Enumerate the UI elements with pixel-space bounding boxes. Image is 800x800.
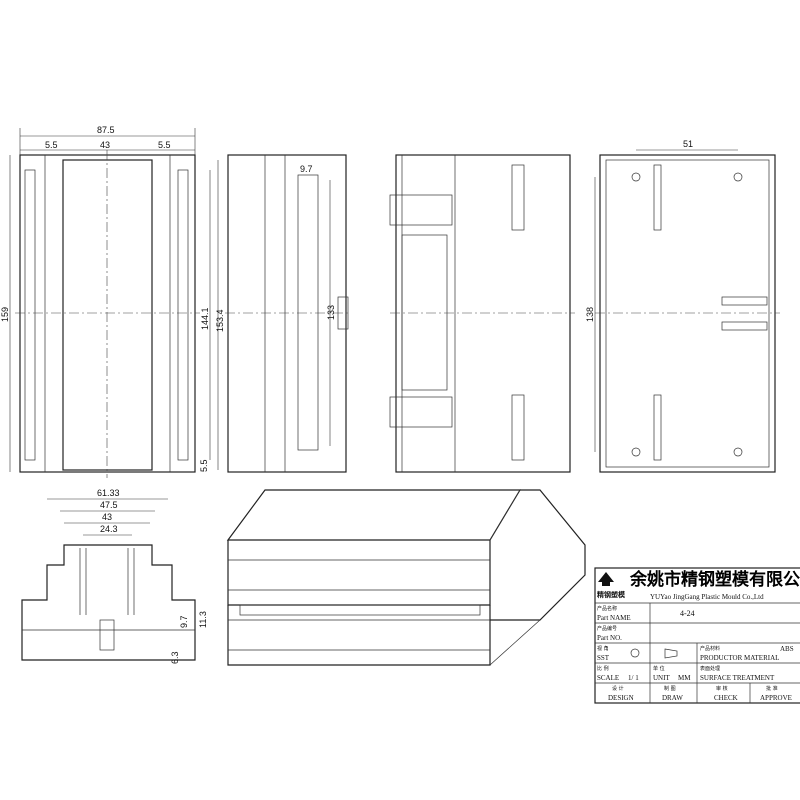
- draw-cn: 制 图: [664, 685, 676, 692]
- approve-cn: 批 准: [766, 685, 778, 692]
- dim-inner-length: 144.1: [200, 307, 210, 330]
- draw-label: DRAW: [662, 694, 683, 702]
- dim-vent-length: 133: [326, 305, 336, 320]
- design-label: DESIGN: [608, 694, 634, 702]
- part-name-value: 4-24: [680, 609, 695, 618]
- dim-end-width-overall: 61.33: [97, 488, 120, 498]
- dim-overall-length: 159: [0, 307, 10, 322]
- back-view: [389, 154, 575, 473]
- part-name-cn: 产品名称: [597, 605, 617, 612]
- scale-cn: 比 例: [597, 665, 609, 672]
- design-cn: 设 计: [612, 685, 624, 692]
- dim-inner-width: 43: [100, 140, 110, 150]
- company-name-en: YUYao JingGang Plastic Mould Co.,Ltd: [650, 593, 764, 601]
- approve-label: APPROVE: [760, 694, 792, 702]
- unit-label: UNIT: [653, 674, 670, 682]
- check-cn: 审 核: [716, 685, 728, 692]
- sst-label: SST: [597, 654, 610, 662]
- dim-right-margin: 5.5: [158, 140, 171, 150]
- logo-text: 精钢塑模: [597, 590, 626, 599]
- part-no-label: Part NO.: [597, 634, 622, 642]
- dim-end-width-top: 43: [102, 512, 112, 522]
- bottom-view: 51 138: [585, 139, 780, 473]
- material-value: ABS: [780, 645, 794, 653]
- company-logo-icon: [598, 572, 614, 586]
- dim-overall-width: 87.5: [97, 125, 115, 135]
- unit-value: MM: [678, 674, 691, 682]
- projection-cone-icon: [664, 648, 678, 659]
- dim-end-height-c: 6.3: [170, 651, 180, 664]
- dim-end-height-a: 9.7: [179, 615, 189, 628]
- dim-bottom-margin: 5.5: [199, 459, 209, 472]
- surface-cn: 表面处理: [700, 665, 720, 672]
- scale-value: 1/ 1: [628, 674, 639, 682]
- check-label: CHECK: [714, 694, 738, 702]
- surface-label: SURFACE TREATMENT: [700, 674, 775, 682]
- sst-cn: 视 角: [597, 645, 609, 652]
- dim-vent-offset: 9.7: [300, 164, 313, 174]
- company-name-cn: 余姚市精钢塑模有限公司: [629, 569, 800, 590]
- dim-outer-length: 153.4: [215, 309, 225, 332]
- dim-left-margin: 5.5: [45, 140, 58, 150]
- scale-label: SCALE: [597, 674, 619, 682]
- part-no-cn: 产品编号: [597, 625, 617, 632]
- material-label: PRODUCTOR MATERIAL: [700, 654, 779, 662]
- isometric-view: [226, 489, 586, 666]
- dim-hole-spacing-y: 138: [585, 307, 595, 322]
- material-cn: 产品材料: [700, 645, 720, 652]
- end-view: 61.33 47.5 43 24.3 9.7 11.3 6.3: [21, 488, 208, 664]
- part-name-label: Part NAME: [597, 614, 631, 622]
- dim-end-width-inner: 24.3: [100, 524, 118, 534]
- title-block: 精钢塑模 余姚市精钢塑模有限公司 YUYao JingGang Plastic …: [594, 567, 800, 704]
- side-view: 9.7 133: [225, 154, 350, 473]
- unit-cn: 单 位: [653, 665, 665, 672]
- dim-hole-spacing-x: 51: [683, 139, 693, 149]
- dim-end-width-mid: 47.5: [100, 500, 118, 510]
- projection-circle-icon: [630, 648, 640, 658]
- dim-end-height-b: 11.3: [198, 611, 208, 628]
- top-view: 87.5 5.5 43 5.5 159 144.1 153.4 5.5: [0, 125, 225, 478]
